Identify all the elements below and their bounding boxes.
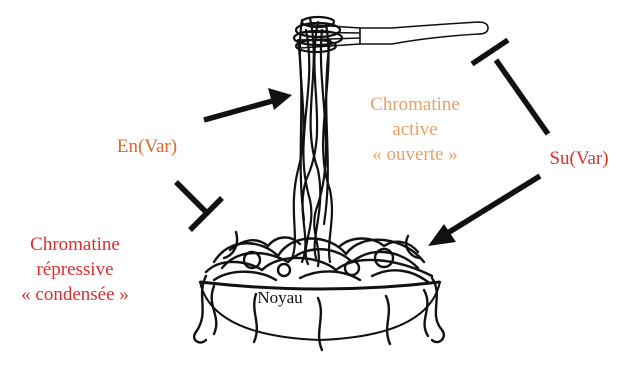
su-activation-arrow bbox=[446, 176, 540, 234]
en-var-text: En(Var) bbox=[92, 134, 202, 159]
heap-loop bbox=[278, 264, 290, 276]
en-inhibition-line bbox=[176, 182, 208, 214]
heap-curve bbox=[206, 258, 432, 276]
noyau-label: Noyau bbox=[240, 285, 320, 310]
heap-curve bbox=[214, 270, 428, 282]
su-var-text: Su(Var) bbox=[540, 146, 618, 171]
repressive-line-1: Chromatine bbox=[0, 232, 150, 257]
spaghetti-icon bbox=[292, 17, 342, 266]
active-line-3: « ouverte » bbox=[345, 142, 485, 167]
repressive-line-2: répressive bbox=[0, 257, 150, 282]
repressive-chromatin-label: Chromatine répressive « condensée » bbox=[0, 232, 150, 307]
en-activation-arrow bbox=[204, 100, 276, 120]
noyau-text: Noyau bbox=[240, 285, 320, 310]
su-var-label: Su(Var) bbox=[540, 146, 618, 171]
fork-handle bbox=[360, 22, 488, 44]
su-inhibition-line bbox=[496, 60, 548, 134]
en-var-label: En(Var) bbox=[92, 134, 202, 159]
active-line-2: active bbox=[345, 117, 485, 142]
active-chromatin-label: Chromatine active « ouverte » bbox=[345, 92, 485, 167]
repressive-line-3: « condensée » bbox=[0, 282, 150, 307]
active-line-1: Chromatine bbox=[345, 92, 485, 117]
arrowhead bbox=[268, 88, 292, 110]
su-inhibition-bar bbox=[472, 40, 508, 64]
